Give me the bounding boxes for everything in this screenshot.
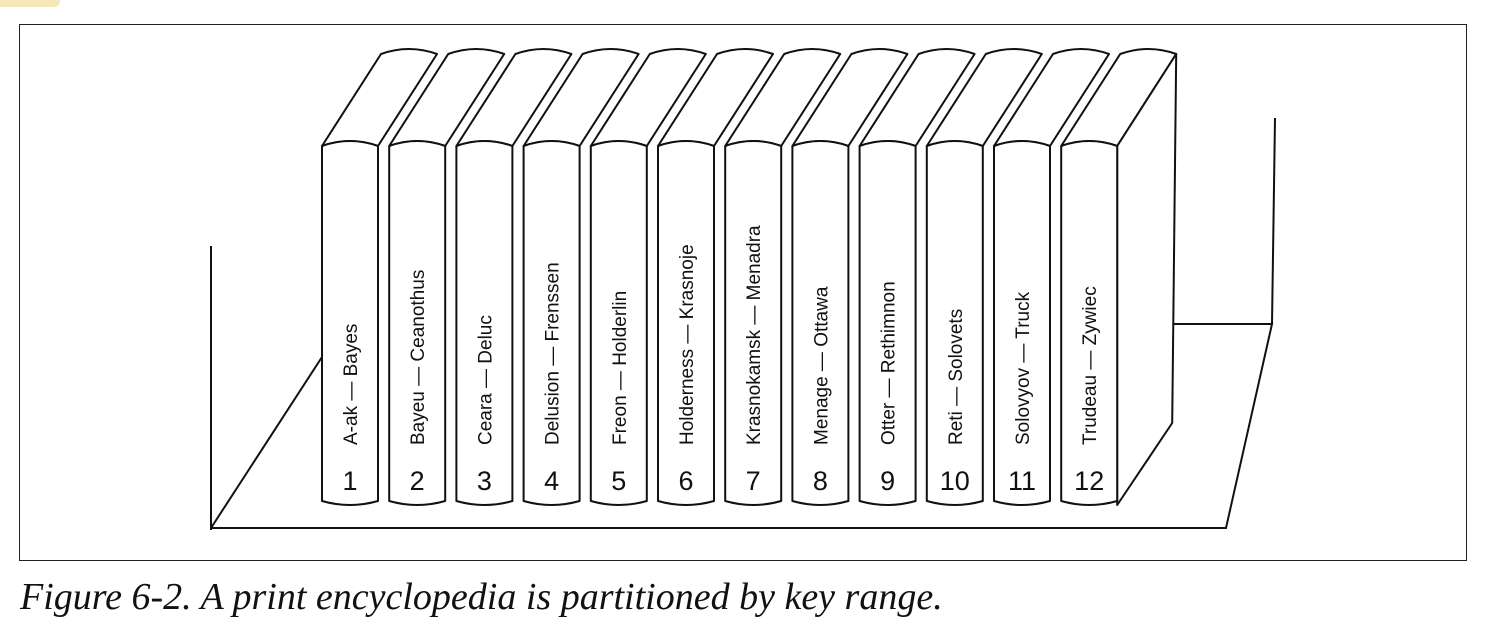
book-range-label: Otter — Rethimnon: [879, 281, 900, 445]
book-volume-9: Otter — Rethimnon 9: [858, 48, 976, 506]
book-volume-8: Menage — Ottawa 8: [791, 48, 909, 506]
book-range-label: Holderness — Krasnoje: [677, 244, 698, 445]
book-spine: [925, 140, 984, 506]
figure-frame: [19, 24, 1467, 561]
book-spine: [791, 140, 850, 506]
book-volume-11: Solovyov — Truck 11: [993, 48, 1110, 506]
book-spine: [455, 140, 514, 506]
book-volume-number: 6: [678, 466, 693, 496]
book-volume-7: Krasnokamsk — Menadra 7: [724, 48, 842, 506]
shelf-floor-back-left: [210, 356, 323, 529]
book-range-label: Bayeu — Ceanothus: [408, 270, 429, 445]
book-volume-5: Freon — Holderlin 5: [589, 48, 707, 506]
book-range-label: Menage — Ottawa: [811, 286, 832, 445]
book-volume-number: 2: [410, 466, 425, 496]
book-spine: [657, 140, 715, 506]
book-volume-2: Bayeu — Ceanothus 2: [388, 48, 506, 506]
book-spine: [724, 140, 783, 506]
bookshelf-illustration: A-ak — Bayes 1 Bayeu — Ceanothus 2 Ceara — D…: [210, 48, 1276, 530]
book-range-label: Delusion — Frenssen: [543, 262, 564, 445]
shelf-floor: [211, 323, 1274, 529]
book-volume-6: Holderness — Krasnoje 6: [657, 48, 774, 506]
book-spine: [993, 140, 1051, 506]
book-spine: [522, 140, 581, 506]
book-range-label: Trudeau — Zywiec: [1080, 286, 1101, 445]
book-spine: [321, 140, 379, 506]
book-volume-number: 4: [544, 466, 559, 496]
book-range-label: Reti — Solovets: [946, 309, 967, 445]
book-volume-number: 11: [1008, 466, 1036, 496]
figure-caption: Figure 6-2. A print encyclopedia is part…: [20, 576, 943, 618]
bookshelf: [210, 117, 1276, 530]
book-range-label: Ceara — Deluc: [475, 315, 496, 445]
book-spine: [388, 140, 447, 506]
book-volume-number: 7: [746, 466, 761, 496]
book-volume-10: Reti — Solovets 10: [925, 48, 1043, 506]
book-volume-number: 10: [940, 466, 970, 496]
book-volume-number: 9: [880, 466, 895, 496]
book-volume-number: 5: [611, 466, 626, 496]
book-volume-4: Delusion — Frenssen 4: [522, 48, 640, 506]
book-range-label: Krasnokamsk — Menadra: [744, 225, 765, 445]
book-range-label: A-ak — Bayes: [341, 324, 362, 445]
book-range-label: Solovyov — Truck: [1013, 291, 1034, 445]
books-group: A-ak — Bayes 1 Bayeu — Ceanothus 2 Ceara — D…: [321, 48, 1178, 506]
book-spine: [858, 140, 917, 506]
book-volume-number: 8: [813, 466, 828, 496]
book-volume-12: Trudeau — Zywiec 12: [1060, 48, 1178, 506]
book-volume-number: 3: [477, 466, 492, 496]
book-volume-number: 1: [342, 466, 357, 496]
book-volume-number: 12: [1074, 466, 1104, 496]
book-spine: [589, 140, 648, 506]
book-volume-3: Ceara — Deluc 3: [455, 48, 573, 506]
corner-mark: [0, 0, 60, 7]
book-spine: [1060, 140, 1119, 506]
book-volume-1: A-ak — Bayes 1: [321, 48, 438, 506]
book-range-label: Freon — Holderlin: [610, 291, 631, 445]
shelf-right-post: [1271, 117, 1276, 325]
